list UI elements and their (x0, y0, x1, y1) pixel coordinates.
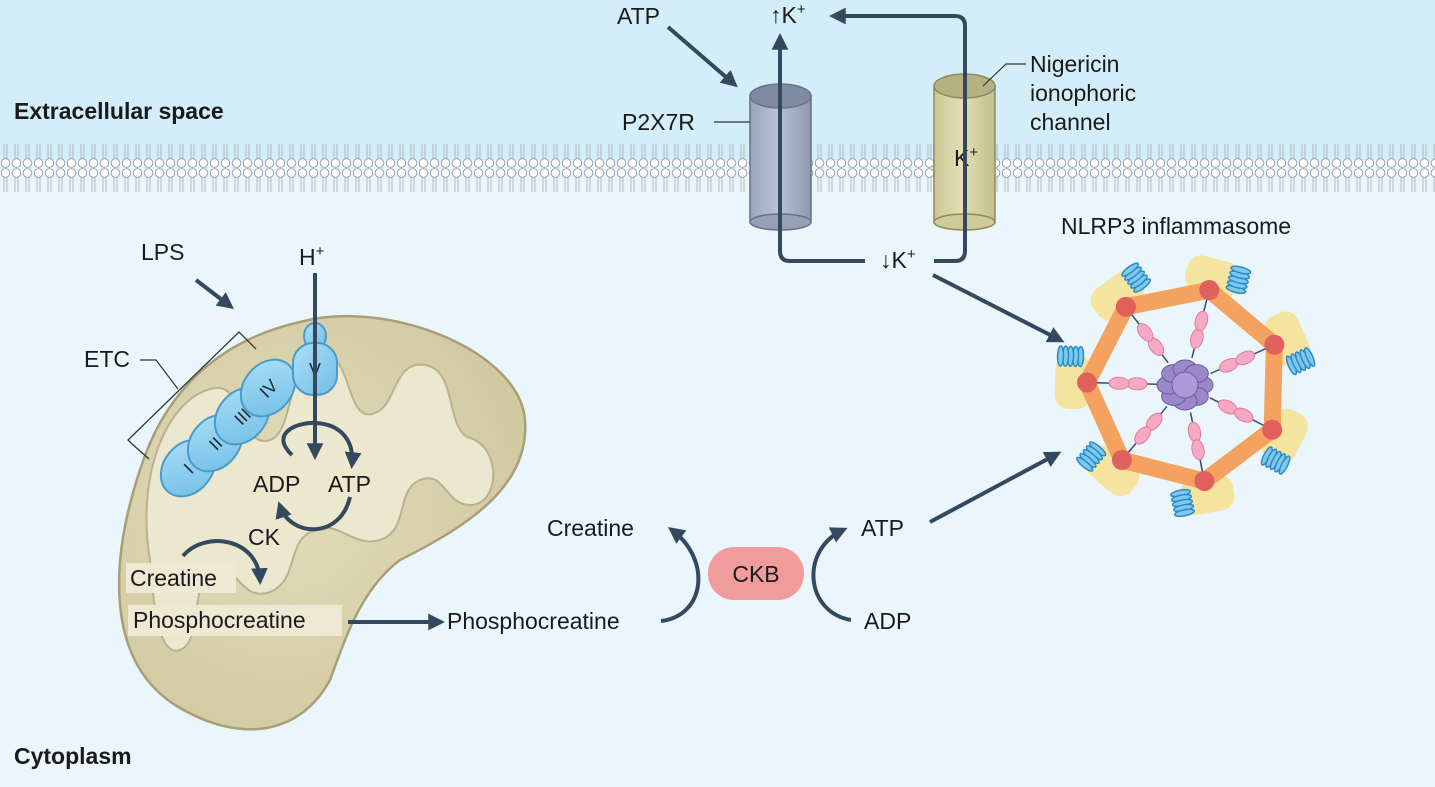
inflammasome-card-domain (1225, 265, 1252, 295)
inflammasome-red-node (1264, 334, 1285, 355)
lipid-bilayer (0, 141, 1435, 197)
extracellular-label: Extracellular space (14, 98, 224, 124)
extracellular-region (0, 0, 1435, 160)
inflammasome-core (1171, 371, 1199, 399)
mito-creatine-box (126, 563, 236, 593)
nigericin-leader-line (982, 63, 1026, 87)
p2x7r-efflux-arrow (771, 32, 865, 263)
inflammasome-pink-bead (1191, 439, 1205, 461)
lps-arrow (194, 278, 235, 310)
inflammasome-pink-bead (1136, 323, 1154, 342)
card-helix-turn (1056, 345, 1065, 367)
channel-efflux-arrow (828, 7, 967, 263)
ckb-label: CKB (732, 561, 779, 587)
extracellular-atp-label: ATP (617, 3, 660, 29)
lps-label: LPS (141, 239, 184, 265)
inflammasome-title: NLRP3 inflammasome (1061, 213, 1291, 239)
proton-label: H+ (299, 243, 325, 270)
inflammasome-orange-segment (1263, 336, 1283, 439)
k-efflux-label: ↑K+ (770, 1, 806, 28)
p2x7r-label: P2X7R (622, 109, 695, 135)
nigericin-label-line-1: Nigericin (1030, 51, 1119, 77)
inflammasome-orange-segment (1078, 298, 1135, 391)
card-helix-turn (1230, 265, 1252, 275)
mito-creatine-arc (181, 539, 268, 586)
inflammasome-red-node (1077, 372, 1098, 393)
inflammasome-pink-bead (1126, 377, 1148, 391)
card-helix-turn (1304, 347, 1316, 368)
inflammasome-orange-segment (1113, 451, 1213, 490)
inflammasome-card-domain (1285, 347, 1316, 376)
etc-bracket (127, 331, 257, 444)
k-depletion-to-inflammasome-arrow (932, 273, 1065, 343)
inflammasome-yellow-domain (1054, 355, 1092, 410)
cytosol-phosphocreatine-label: Phosphocreatine (447, 608, 620, 634)
inflammasome-pink-bead (1235, 350, 1256, 366)
etc-bracket-end (130, 442, 150, 460)
ckb-right-arc (811, 527, 852, 622)
cytoplasm-label: Cytoplasm (14, 743, 132, 769)
nlrp3-inflammasome (1054, 255, 1316, 518)
mito-ck-label: CK (248, 524, 281, 550)
inflammasome-card-domain (1056, 345, 1085, 368)
cytosol-creatine-label: Creatine (547, 515, 634, 541)
mito-phosphocreatine-box (128, 605, 342, 636)
inflammasome-pink-bead (1108, 376, 1130, 390)
mito-adp-label: ADP (253, 471, 300, 497)
inflammasome-orange-segment (1078, 373, 1131, 469)
k-depletion-label: ↓K+ (880, 246, 916, 273)
inflammasome-red-node (1199, 280, 1220, 301)
inflammasome-orange-segment (1200, 281, 1283, 354)
card-helix-turn (1076, 456, 1094, 472)
inflammasome-card-domain (1260, 446, 1291, 475)
inflammasome-pink-bead (1233, 407, 1254, 423)
inflammasome-pink-bead (1134, 426, 1151, 445)
mito-atp-label: ATP (328, 471, 371, 497)
inflammasome-red-node (1262, 419, 1283, 440)
nigericin-label-line-2: ionophoric (1030, 80, 1136, 106)
nigericin-channel-label: Nigericin ionophoric channel (1030, 51, 1136, 135)
ckb-enzyme (708, 547, 804, 600)
cytosol-adp-label: ADP (864, 608, 911, 634)
inflammasome-pink-bead (1194, 310, 1209, 332)
ckb-left-arc (660, 526, 701, 623)
adp-to-atp-arc (281, 420, 362, 470)
inflammasome-card-domain (1169, 488, 1196, 518)
nigericin-label-line-3: channel (1030, 109, 1111, 135)
card-helix-turn (1121, 262, 1139, 277)
etc-complex-iv: IV (239, 358, 297, 418)
inflammasome-card-domain (1121, 262, 1152, 293)
inflammasome-red-node (1111, 450, 1132, 471)
inflammasome-red-node (1115, 296, 1136, 317)
cytosol-atp-label: ATP (861, 515, 904, 541)
inflammasome-orange-segment (1117, 281, 1218, 316)
card-helix-turn (1278, 455, 1291, 475)
inflammasome-orange-segment (1195, 421, 1281, 490)
mito-creatine-label: Creatine (130, 565, 217, 591)
atp-to-p2x7r-arrow (666, 25, 738, 88)
card-helix-turn (1173, 508, 1196, 518)
atp-to-adp-arc (275, 496, 352, 532)
mito-phosphocreatine-label: Phosphocreatine (133, 607, 306, 633)
inflammasome-card-domain (1076, 441, 1107, 472)
inflammasome-red-node (1194, 471, 1215, 492)
etc-label: ETC (84, 346, 130, 372)
etc-leader-line (140, 359, 179, 390)
atp-to-inflammasome-arrow (929, 451, 1062, 524)
